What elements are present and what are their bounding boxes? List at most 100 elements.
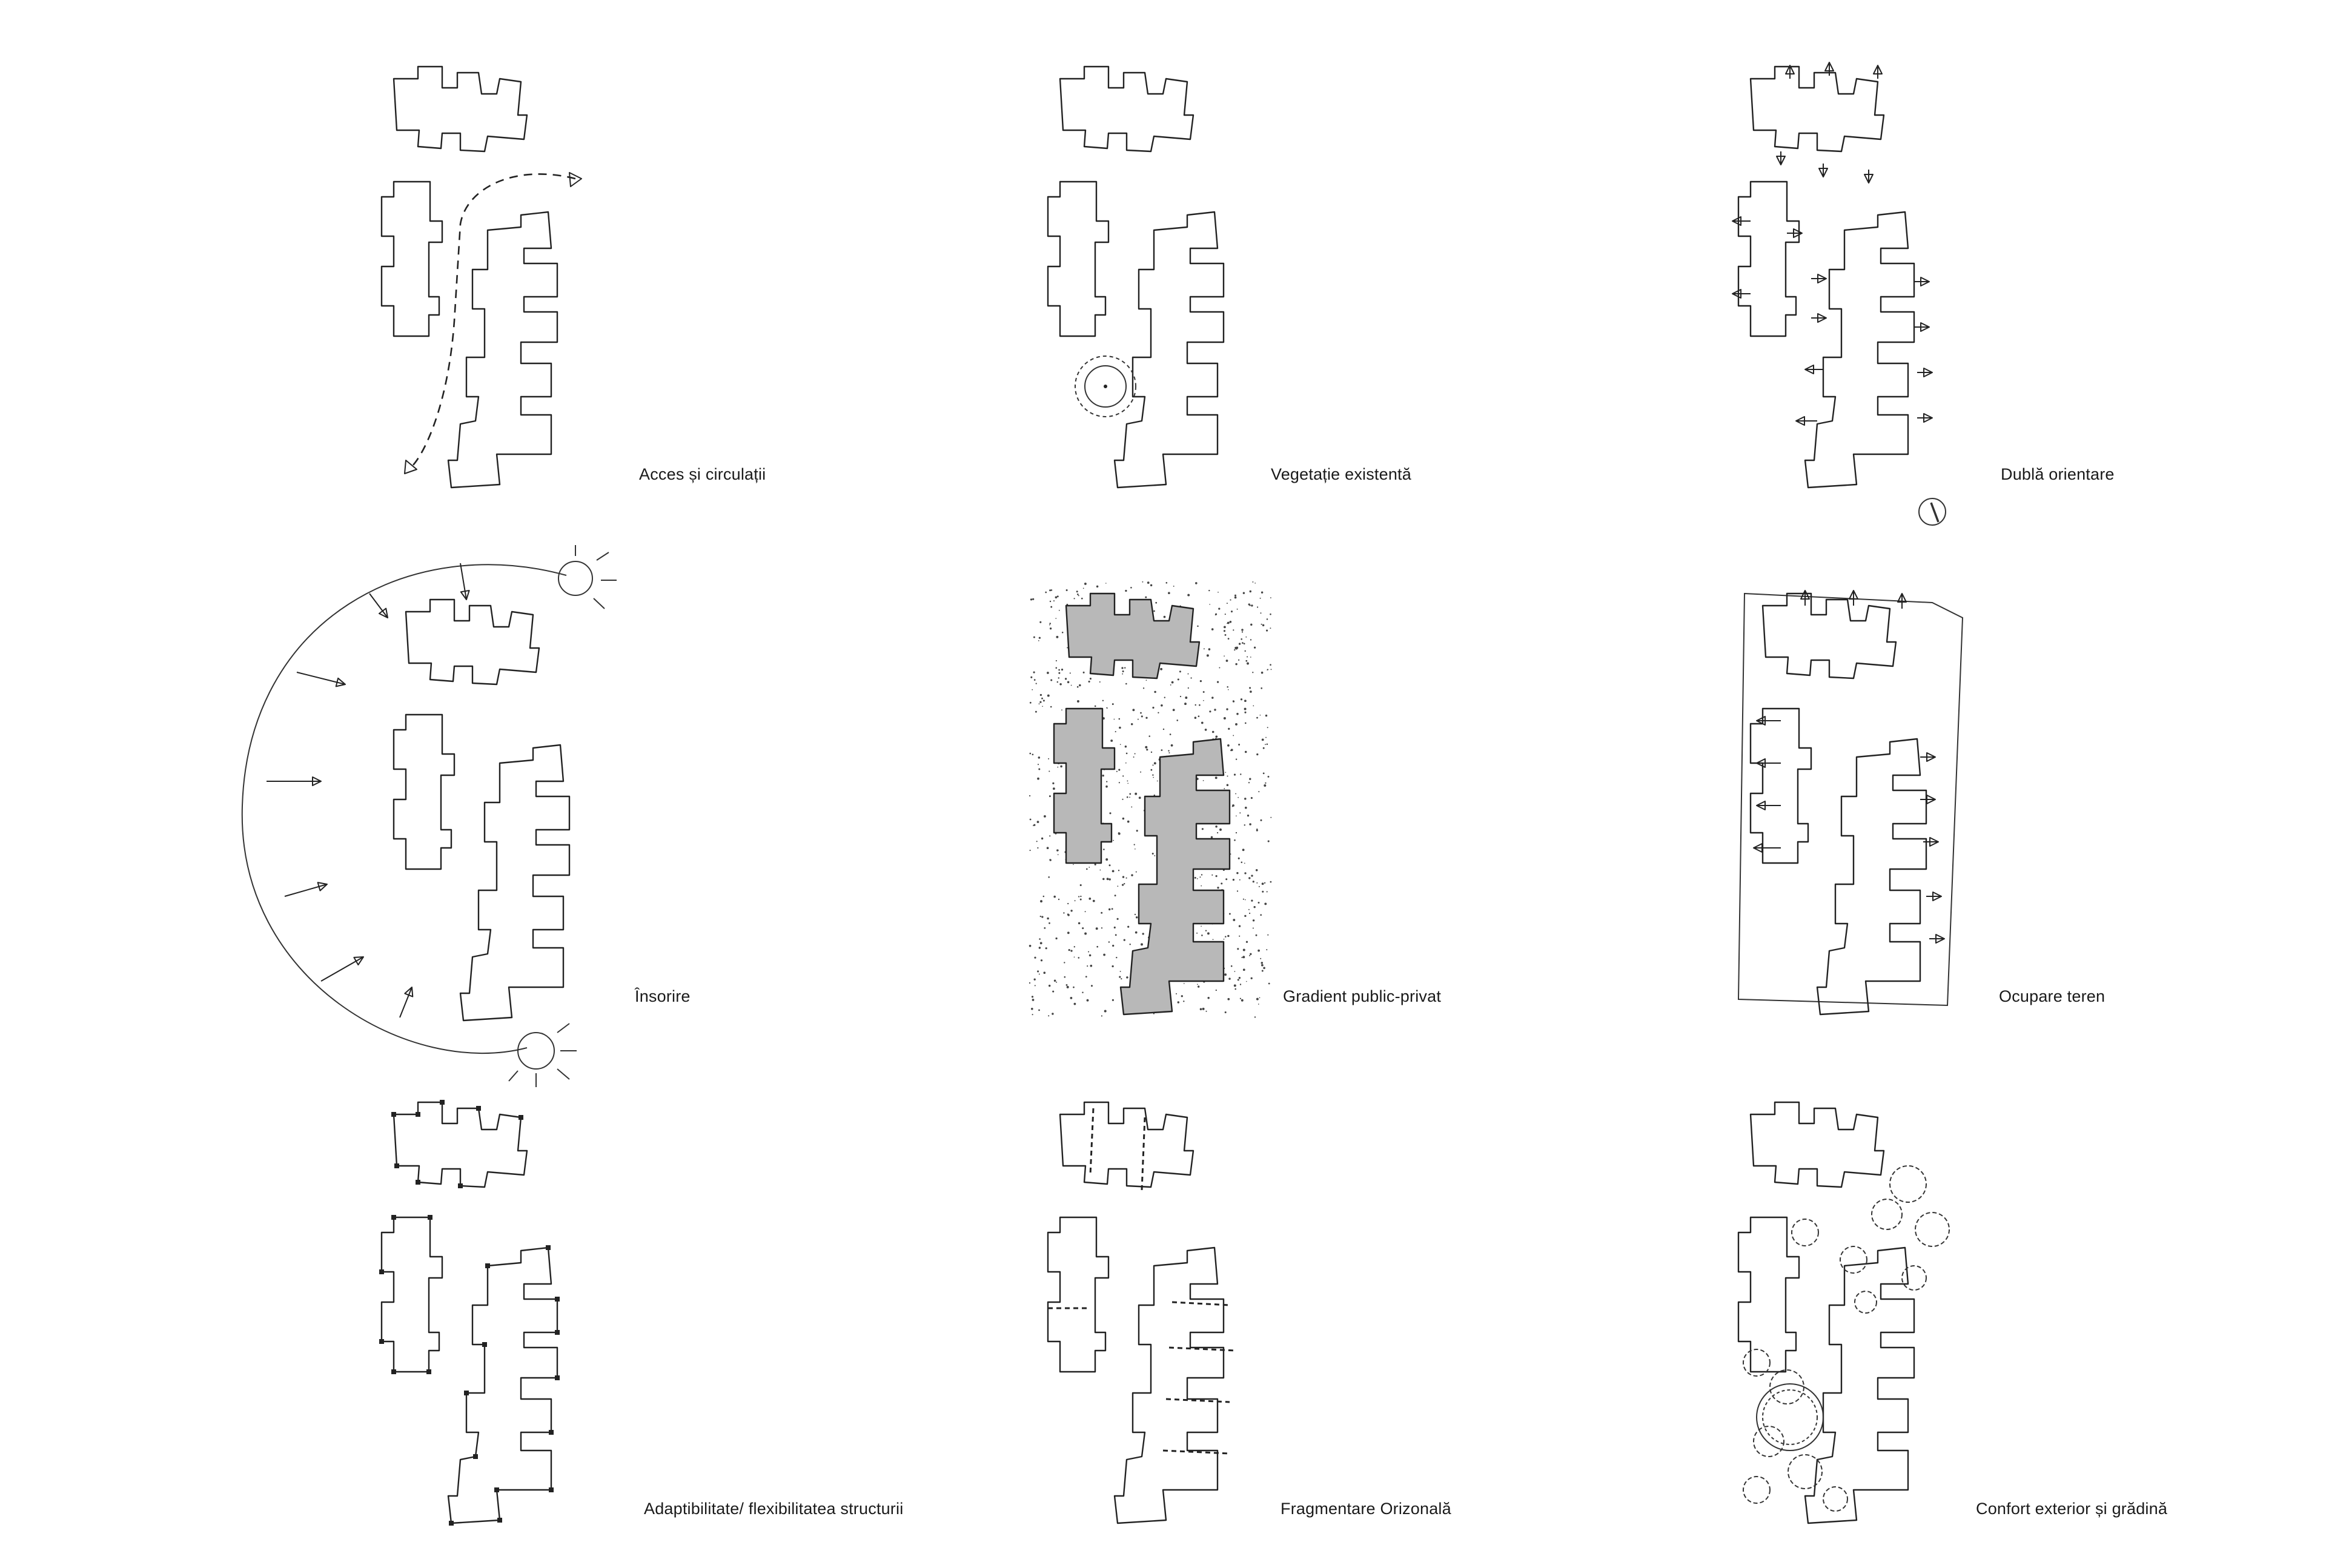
stipple-dot (1215, 875, 1218, 878)
stipple-dot (1045, 591, 1047, 594)
stipple-dot (1070, 997, 1073, 999)
structural-column (482, 1342, 487, 1347)
stipple-dot (1267, 669, 1269, 670)
stipple-dot (1207, 996, 1210, 999)
stipple-dot (1184, 703, 1187, 706)
stipple-dot (1039, 693, 1042, 696)
stipple-dot (1145, 596, 1147, 598)
stipple-dot (1099, 681, 1101, 683)
stipple-dot (1102, 700, 1104, 701)
stipple-dot (1049, 770, 1050, 772)
stipple-dot (1234, 647, 1238, 649)
stipple-dot (1127, 925, 1130, 928)
stipple-dot (1036, 841, 1038, 842)
stipple-dot (1055, 937, 1058, 940)
stipple-dot (1118, 782, 1120, 784)
stipple-dot (1235, 723, 1238, 726)
stipple-dot (1053, 600, 1055, 602)
stipple-dot (1070, 910, 1073, 912)
stipple-dot (1229, 620, 1232, 623)
caption-orientare: Dublă orientare (2001, 465, 2115, 483)
stipple-dot (1249, 823, 1251, 825)
stipple-dot (1112, 703, 1114, 706)
caption-adaptabilitate: Adaptibilitate/ flexibilitatea structuri… (644, 1500, 904, 1518)
stipple-dot (1201, 885, 1202, 887)
stipple-dot (1244, 915, 1247, 918)
stipple-dot (1073, 956, 1075, 958)
occupation-arrow-head (1926, 795, 1936, 804)
existing-tree-icon (1075, 356, 1136, 417)
stipple-dot (1112, 944, 1115, 947)
stipple-dot (1073, 864, 1074, 865)
stipple-dot (1029, 944, 1032, 947)
stipple-dot (1121, 884, 1124, 886)
stipple-dot (1244, 798, 1247, 800)
fragmentation-drawing (1047, 1101, 1236, 1524)
stipple-dot (1266, 891, 1268, 893)
stipple-dot (1262, 747, 1265, 749)
stipple-dot (1107, 707, 1108, 709)
stipple-dot (1033, 978, 1036, 981)
stipple-dot (1225, 660, 1228, 662)
stipple-dot (1257, 1004, 1259, 1005)
structural-column (546, 1245, 551, 1250)
stipple-dot (1142, 581, 1144, 583)
stipple-dot (1168, 592, 1170, 595)
stipple-dot (1242, 898, 1244, 900)
stipple-dot (1194, 582, 1198, 584)
structural-grid-drawing (379, 1100, 560, 1526)
stipple-dot (1049, 835, 1051, 837)
stipple-dot (1227, 638, 1230, 640)
stipple-dot (1059, 683, 1062, 686)
stipple-dot (1244, 711, 1247, 713)
stipple-dot (1209, 604, 1211, 605)
stipple-dot (1194, 876, 1196, 879)
stipple-dot (1168, 752, 1170, 754)
stipple-dot (1248, 908, 1250, 910)
stipple-dot (1053, 787, 1055, 790)
stipple-dot (1201, 874, 1203, 876)
stipple-dot (1055, 618, 1057, 619)
land-occupation-drawing (1737, 590, 1964, 1016)
stipple-dot (1231, 806, 1233, 807)
stipple-dot (1234, 649, 1236, 651)
stipple-dot (1253, 646, 1256, 649)
stipple-dot (1040, 900, 1042, 903)
stipple-dot (1242, 592, 1245, 594)
stipple-dot (1127, 782, 1129, 784)
building-block-west (1737, 180, 1800, 337)
building-block-west (1047, 180, 1110, 337)
stipple-dot (1067, 681, 1070, 684)
stipple-dot (1212, 939, 1214, 941)
stipple-dot (1038, 973, 1040, 975)
stipple-dot (1067, 902, 1069, 905)
stipple-dot (1238, 659, 1240, 661)
stipple-dot (1036, 821, 1039, 824)
stipple-dot (1058, 677, 1060, 679)
sun-ray-arrow-head (312, 776, 322, 786)
stipple-dot (1230, 750, 1232, 752)
stipple-dot (1056, 681, 1059, 683)
access-circulation-drawing (380, 65, 582, 489)
stipple-dot (1067, 914, 1070, 916)
stipple-dot (1073, 598, 1075, 600)
stipple-dot (1211, 730, 1214, 733)
stipple-dot (1056, 595, 1059, 598)
stipple-dot (1153, 610, 1155, 612)
stipple-dot (1264, 882, 1266, 884)
stipple-dot (1209, 710, 1211, 713)
stipple-dot (1119, 976, 1121, 978)
stipple-dot (1076, 686, 1079, 688)
stipple-dot (1237, 979, 1239, 981)
stipple-dot (1141, 943, 1143, 946)
stipple-dot (1265, 744, 1266, 746)
occupation-arrow-head (1926, 752, 1936, 762)
stipple-dot (1055, 667, 1058, 669)
stipple-dot (1133, 844, 1135, 845)
structural-column (549, 1487, 554, 1492)
stipple-dot (1266, 618, 1268, 620)
stipple-dot (1252, 672, 1254, 673)
orientation-arrow-head (1793, 228, 1803, 238)
stipple-dot (1244, 707, 1247, 710)
